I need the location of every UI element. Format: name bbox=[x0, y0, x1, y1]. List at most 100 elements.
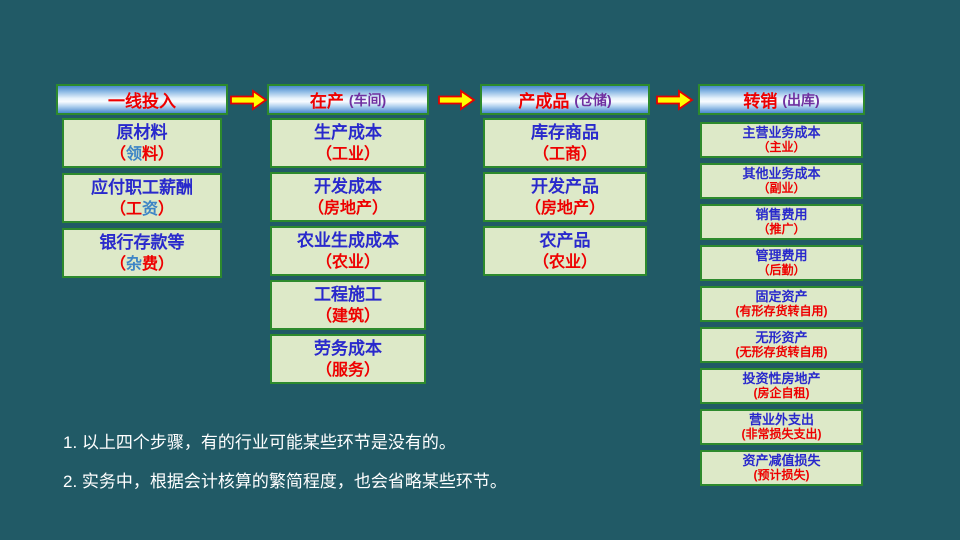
flow-box: 管理费用（后勤） bbox=[700, 245, 863, 281]
box-subtitle: （后勤） bbox=[757, 263, 805, 278]
footnotes: 1. 以上四个步骤，有的行业可能某些环节是没有的。 2. 实务中，根据会计核算的… bbox=[63, 428, 507, 506]
flow-arrow-icon bbox=[230, 89, 268, 111]
box-subtitle: （农业） bbox=[533, 252, 597, 273]
box-title: 生产成本 bbox=[314, 122, 382, 142]
flow-arrow-icon bbox=[438, 89, 476, 111]
box-subtitle-part: (预计损失) bbox=[753, 468, 810, 482]
box-subtitle-part: （房地产） bbox=[307, 199, 388, 217]
box-subtitle-part: 领 bbox=[125, 145, 142, 163]
box-subtitle: (无形存货转自用) bbox=[736, 345, 828, 360]
box-title: 管理费用 bbox=[755, 248, 808, 263]
box-title: 主营业务成本 bbox=[742, 125, 821, 140]
box-title: 应付职工薪酬 bbox=[91, 177, 193, 197]
box-subtitle-part: （房地产） bbox=[524, 199, 605, 217]
box-subtitle-part: （工商） bbox=[532, 145, 597, 163]
box-title: 开发成本 bbox=[314, 176, 382, 196]
box-subtitle-part: (非常损失支出) bbox=[741, 427, 822, 441]
box-title: 库存商品 bbox=[531, 122, 599, 142]
column-header: 在产(车间) bbox=[267, 84, 429, 115]
box-subtitle-part: （主业） bbox=[757, 140, 806, 154]
box-title: 固定资产 bbox=[755, 289, 808, 304]
column-header-subtitle: (仓储) bbox=[574, 91, 612, 108]
flow-box: 农产品 （农业） bbox=[483, 226, 647, 276]
box-subtitle-part: （建筑） bbox=[315, 307, 380, 325]
flow-box: 营业外支出(非常损失支出) bbox=[700, 409, 863, 445]
box-subtitle: (有形存货转自用) bbox=[736, 304, 828, 319]
column-header: 转销(出库) bbox=[698, 84, 865, 115]
column-header: 产成品(仓储) bbox=[480, 84, 650, 115]
flow-box: 劳务成本 （服务） bbox=[270, 334, 426, 384]
box-subtitle-part: (无形存货转自用) bbox=[735, 345, 828, 359]
box-subtitle: （房地产） bbox=[525, 198, 605, 219]
column-header-subtitle: (出库) bbox=[782, 91, 820, 108]
column-header-title: 产成品 bbox=[518, 92, 570, 111]
flow-column-1: 一线投入原材料（领料）应付职工薪酬（工资）银行存款等（杂费） bbox=[56, 84, 228, 283]
box-subtitle: （工业） bbox=[316, 144, 380, 165]
flow-box: 生产成本 （工业） bbox=[270, 118, 426, 168]
box-subtitle-part: (房企自租) bbox=[753, 386, 810, 400]
flow-box: 主营业务成本（主业） bbox=[700, 122, 863, 158]
flow-box: 投资性房地产(房企自租) bbox=[700, 368, 863, 404]
box-subtitle: （推广） bbox=[757, 222, 805, 237]
flow-box: 应付职工薪酬（工资） bbox=[62, 173, 222, 223]
flow-box: 开发产品（房地产） bbox=[483, 172, 647, 222]
box-title: 农产品 bbox=[539, 230, 591, 250]
box-subtitle: （房地产） bbox=[308, 198, 388, 219]
box-subtitle: （杂费） bbox=[110, 254, 174, 275]
column-header-subtitle: (车间) bbox=[348, 91, 387, 108]
box-subtitle: （领料） bbox=[110, 144, 174, 165]
box-subtitle-part: （服务） bbox=[315, 361, 380, 379]
box-subtitle: (预计损失) bbox=[754, 468, 810, 483]
box-title: 销售费用 bbox=[755, 207, 808, 222]
flow-box: 无形资产(无形存货转自用) bbox=[700, 327, 863, 363]
flow-box: 原材料（领料） bbox=[62, 118, 222, 168]
box-subtitle: （工商） bbox=[533, 144, 597, 165]
flow-column-4: 转销(出库) 主营业务成本（主业） 其他业务成本（副业） 销售费用（推广） 管理费用（后… bbox=[698, 84, 865, 491]
box-subtitle-part: （推广） bbox=[757, 222, 806, 236]
box-subtitle: （副业） bbox=[757, 181, 805, 196]
box-title: 资产减值损失 bbox=[742, 453, 821, 468]
flow-box: 库存商品 （工商） bbox=[483, 118, 647, 168]
flow-box: 销售费用（推广） bbox=[700, 204, 863, 240]
column-header-title: 在产 bbox=[309, 92, 344, 111]
column-header-title: 一线投入 bbox=[108, 92, 176, 111]
box-subtitle-part: （工业） bbox=[315, 145, 380, 163]
box-title: 农业生成成本 bbox=[297, 230, 399, 250]
box-subtitle-part: （农业） bbox=[532, 253, 597, 271]
box-title: 无形资产 bbox=[755, 330, 808, 345]
box-subtitle-part: （工 bbox=[109, 200, 142, 218]
flow-box: 银行存款等（杂费） bbox=[62, 228, 222, 278]
flow-box: 开发成本 （房地产） bbox=[270, 172, 426, 222]
box-subtitle: （农业） bbox=[316, 252, 380, 273]
box-subtitle-part: （ bbox=[109, 145, 126, 163]
footnote-line-1: 1. 以上四个步骤，有的行业可能某些环节是没有的。 bbox=[63, 433, 456, 452]
box-subtitle-part: 杂 bbox=[125, 255, 142, 273]
box-subtitle-part: 费） bbox=[142, 255, 175, 273]
flow-arrow-icon bbox=[656, 89, 694, 111]
column-header: 一线投入 bbox=[56, 84, 228, 115]
flow-box: 其他业务成本（副业） bbox=[700, 163, 863, 199]
box-subtitle-part: ） bbox=[158, 200, 175, 218]
flow-box: 工程施工（建筑） bbox=[270, 280, 426, 330]
box-title: 劳务成本 bbox=[314, 338, 382, 358]
column-header-title: 转销 bbox=[743, 92, 778, 111]
box-subtitle: （工资） bbox=[110, 199, 174, 220]
flow-column-2: 在产(车间)生产成本（工业）开发成本（房地产）农业生成成本（农业）工程施工（建筑… bbox=[267, 84, 429, 388]
box-title: 原材料 bbox=[116, 122, 168, 142]
flow-column-3: 产成品(仓储) 库存商品 （工商） 开发产品（房地产） 农产品 （农业） bbox=[480, 84, 650, 280]
footnote-line-2: 2. 实务中，根据会计核算的繁简程度，也会省略某些环节。 bbox=[63, 472, 507, 491]
box-title: 投资性房地产 bbox=[742, 371, 821, 386]
box-subtitle-part: 料） bbox=[142, 145, 175, 163]
box-subtitle: （服务） bbox=[316, 360, 380, 381]
flow-box: 农业生成成本（农业） bbox=[270, 226, 426, 276]
flow-box: 固定资产(有形存货转自用) bbox=[700, 286, 863, 322]
box-subtitle: (非常损失支出) bbox=[742, 427, 822, 442]
box-subtitle-part: (有形存货转自用) bbox=[735, 304, 828, 318]
box-subtitle-part: 资 bbox=[141, 200, 158, 218]
box-title: 银行存款等 bbox=[99, 232, 185, 252]
box-subtitle-part: （后勤） bbox=[757, 263, 806, 277]
box-subtitle-part: （副业） bbox=[757, 181, 806, 195]
flow-box: 资产减值损失(预计损失) bbox=[700, 450, 863, 486]
box-subtitle: (房企自租) bbox=[754, 386, 810, 401]
